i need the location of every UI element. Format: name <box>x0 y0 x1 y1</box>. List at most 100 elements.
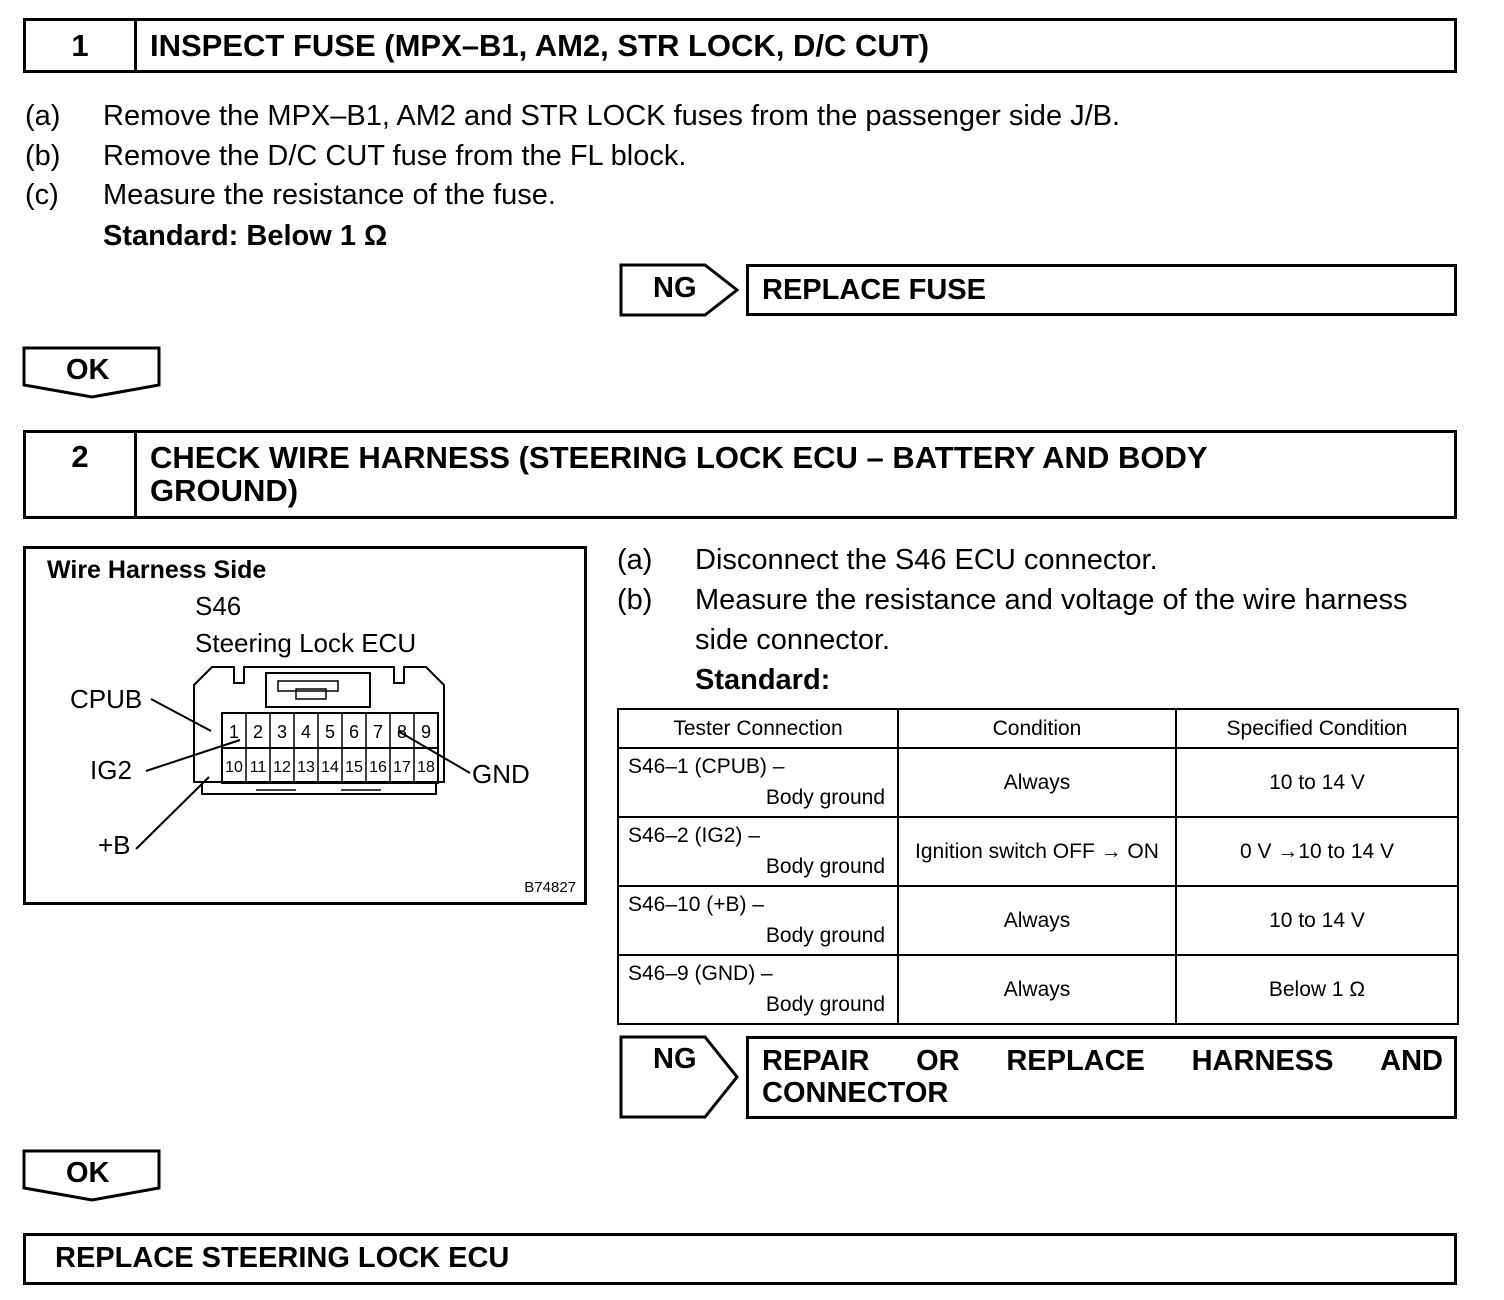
pin-4: 4 <box>301 722 311 742</box>
column-header: Specified Condition <box>1175 708 1459 749</box>
ng-word: REPAIR <box>762 1045 870 1077</box>
step1-title: INSPECT FUSE (MPX–B1, AM2, STR LOCK, D/C… <box>150 28 930 63</box>
ng-word: OR <box>916 1045 960 1077</box>
item-text: Remove the MPX–B1, AM2 and STR LOCK fuse… <box>103 100 1121 132</box>
item-text: Remove the D/C CUT fuse from the FL bloc… <box>103 140 687 172</box>
step2-standard-label: Standard: <box>695 664 831 696</box>
ok-arrow-box <box>22 346 161 399</box>
step1-ng-label: NG <box>653 272 697 304</box>
item-key: (b) <box>617 584 653 616</box>
item-text: Measure the resistance of the fuse. <box>103 179 556 211</box>
column-header: Condition <box>897 708 1177 749</box>
ok-arrow-box <box>22 1149 161 1202</box>
pin-9: 9 <box>421 722 431 742</box>
specified-condition-cell: Below 1 Ω <box>1175 954 1459 1025</box>
pin-5: 5 <box>325 722 335 742</box>
pin-8: 8 <box>397 722 407 742</box>
connection-pin: S46–1 (CPUB) – <box>628 755 785 778</box>
leader-lines <box>135 698 471 850</box>
specified-condition-cell: 10 to 14 V <box>1175 747 1459 818</box>
label-plus-b: +B <box>98 830 131 860</box>
item-key: (c) <box>25 179 59 211</box>
table-row: S46–10 (+B) –Body ground Always 10 to 14… <box>617 885 1459 956</box>
connection-pin: S46–10 (+B) – <box>628 893 765 916</box>
pin-3: 3 <box>277 722 287 742</box>
pin-16: 16 <box>369 759 387 776</box>
spec-table: Tester Connection Condition Specified Co… <box>617 708 1459 1025</box>
final-action-box: REPLACE STEERING LOCK ECU <box>23 1233 1457 1285</box>
pin-12: 12 <box>273 759 291 776</box>
pin-6: 6 <box>349 722 359 742</box>
step2-item-a: (a) Disconnect the S46 ECU connector. <box>617 543 1467 577</box>
step2-header: 2 CHECK WIRE HARNESS (STEERING LOCK ECU … <box>23 430 1457 519</box>
table-header-row: Tester Connection Condition Specified Co… <box>617 708 1459 749</box>
specified-condition-cell: 0 V →10 to 14 V <box>1175 816 1459 887</box>
pin-11: 11 <box>250 759 267 776</box>
condition-cell: Ignition switch OFF → ON <box>897 816 1177 887</box>
column-header: Tester Connection <box>617 708 899 749</box>
ng-result-line1: REPAIR OR REPLACE HARNESS AND <box>762 1045 1443 1078</box>
ng-arrow-box <box>619 1035 739 1119</box>
step2-title-line2: GROUND) <box>150 473 299 508</box>
item-key: (b) <box>25 140 61 172</box>
connection-ground: Body ground <box>765 924 885 947</box>
connector-id: S46 <box>195 591 242 621</box>
cpub-leader <box>150 698 212 732</box>
ng-word: HARNESS <box>1191 1045 1334 1077</box>
item-text: Measure the resistance and voltage of th… <box>695 584 1408 616</box>
condition-cell: Always <box>897 885 1177 956</box>
tester-connection-cell: S46–10 (+B) –Body ground <box>617 885 899 956</box>
step1-ok-label: OK <box>66 354 110 386</box>
condition-cell: Always <box>897 747 1177 818</box>
step1-item-b: (b) Remove the D/C CUT fuse from the FL … <box>25 139 1325 173</box>
plus-b-leader <box>135 776 210 850</box>
label-gnd: GND <box>472 759 530 789</box>
step2-ng-label: NG <box>653 1043 697 1075</box>
ng-word: AND <box>1380 1045 1443 1077</box>
step1-number: 1 <box>26 21 137 70</box>
tester-connection-cell: S46–2 (IG2) –Body ground <box>617 816 899 887</box>
tester-connection-cell: S46–9 (GND) – Body ground <box>617 954 899 1025</box>
connection-ground: Body ground <box>765 786 885 809</box>
item-key: (a) <box>25 100 61 132</box>
specified-condition-cell: 10 to 14 V <box>1175 885 1459 956</box>
connection-ground: Body ground <box>765 855 885 878</box>
ng-result-text: REPLACE FUSE <box>762 274 986 306</box>
condition-cell: Always <box>897 954 1177 1025</box>
step1-standard: Standard: Below 1 Ω <box>103 220 388 252</box>
diagram-heading: Wire Harness Side <box>47 556 267 584</box>
connection-ground: Body ground <box>765 993 885 1016</box>
step2-item-b-cont: side connector. <box>695 624 891 656</box>
gnd-leader <box>397 730 471 774</box>
ng-arrow-box <box>619 263 740 317</box>
item-key: (a) <box>617 544 653 576</box>
connection-pin: S46–2 (IG2) – <box>628 824 760 847</box>
step1-header: 1 INSPECT FUSE (MPX–B1, AM2, STR LOCK, D… <box>23 18 1457 73</box>
pin-7: 7 <box>373 722 383 742</box>
pin-14: 14 <box>321 759 339 776</box>
table-row: S46–2 (IG2) –Body ground Ignition switch… <box>617 816 1459 887</box>
connection-pin: S46–9 (GND) – <box>628 962 773 985</box>
label-ig2: IG2 <box>90 755 132 785</box>
connector-name: Steering Lock ECU <box>195 628 417 658</box>
pin-1: 1 <box>229 722 239 742</box>
step1-item-a: (a) Remove the MPX–B1, AM2 and STR LOCK … <box>25 99 1325 133</box>
tester-connection-cell: S46–1 (CPUB) – Body ground <box>617 747 899 818</box>
pin-18: 18 <box>417 759 435 776</box>
step2-number: 2 <box>26 433 137 516</box>
ig2-leader <box>145 739 241 772</box>
wire-harness-diagram: Wire Harness Side S46 Steering Lock ECU … <box>23 546 587 905</box>
pin-dividers <box>245 713 415 783</box>
label-cpub: CPUB <box>70 684 143 714</box>
ng-word: REPLACE <box>1006 1045 1145 1077</box>
pin-15: 15 <box>345 759 363 776</box>
final-action-title: REPLACE STEERING LOCK ECU <box>55 1242 510 1274</box>
ng-result-line2: CONNECTOR <box>762 1077 949 1109</box>
step1-ng-result: REPLACE FUSE <box>746 264 1457 316</box>
pin-17: 17 <box>393 759 411 776</box>
pin-10: 10 <box>225 759 243 776</box>
pin-13: 13 <box>297 759 315 776</box>
figure-code: B74827 <box>524 879 576 896</box>
step2-item-b: (b) Measure the resistance and voltage o… <box>617 583 1467 617</box>
